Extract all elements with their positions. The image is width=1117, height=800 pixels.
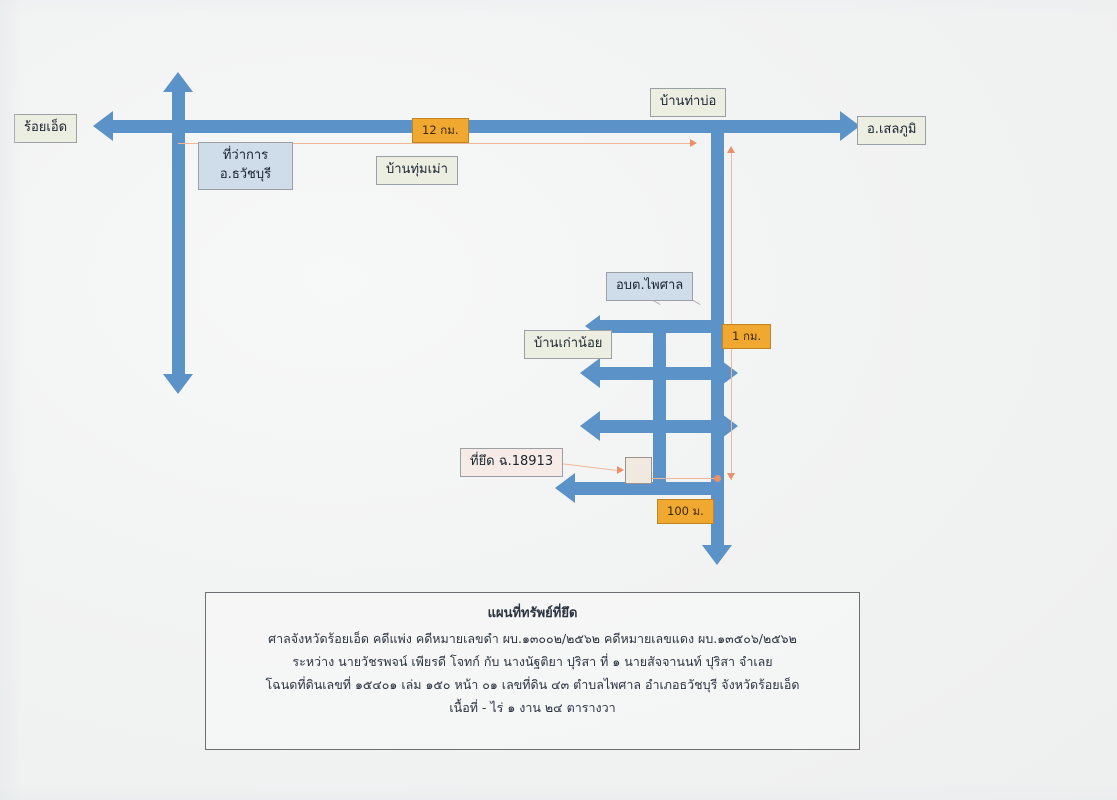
note-title: แผนที่ทรัพย์ที่ยึด (487, 606, 578, 621)
label-ban-thum-mae[interactable]: บ้านทุ่มเม่า (376, 156, 458, 185)
note-line-1: ศาลจังหวัดร้อยเอ็ด คดีแพ่ง คดีหมายเลขดำ … (268, 630, 797, 646)
note-line-3: โฉนดที่ดินเลขที่ ๑๕๔๐๑ เล่ม ๑๕๐ หน้า ๐๑ … (265, 676, 800, 692)
road-grid-rung-4-west-arrow (555, 473, 575, 503)
road-vertical-west-north-arrow (163, 72, 193, 92)
badge-distance-100m[interactable]: 100 ม. (657, 499, 714, 524)
leader-100m-horizontal (648, 478, 720, 480)
label-district-office[interactable]: ที่ว่าการ อ.ธวัชบุรี (198, 142, 293, 190)
label-district-office-line1: ที่ว่าการ (222, 148, 269, 163)
road-grid-vertical-inner (653, 320, 666, 488)
label-obt-phaisan-text: อบต.ไพศาล (616, 278, 684, 293)
road-vertical-west-south-arrow (163, 374, 193, 394)
badge-distance-12km[interactable]: 12 กม. (412, 118, 469, 143)
badge-distance-1km-text: 1 กม. (732, 329, 762, 343)
road-grid-rung-2-east-arrow (718, 358, 738, 388)
label-ban-thum-mae-text: บ้านทุ่มเม่า (386, 162, 448, 177)
road-grid-rung-3-east-arrow (718, 411, 738, 441)
note-line-2: ระหว่าง นายวัชรพจน์ เพียรดี โจทก์ กับ นา… (292, 653, 773, 669)
highway-east-arrow (840, 111, 860, 141)
road-grid-rung-2 (600, 367, 718, 380)
road-vertical-main-south-arrow (702, 545, 732, 565)
seized-parcel-square (625, 457, 652, 484)
road-grid-rung-4 (575, 482, 718, 495)
highway-main-horizontal (113, 120, 840, 133)
label-ban-tha-bo-text: บ้านท่าบ่อ (660, 94, 717, 109)
label-seized-parcel[interactable]: ที่ยึด ฉ.18913 (460, 448, 564, 477)
road-grid-rung-1 (600, 320, 718, 333)
leader-12km-arrow (690, 139, 697, 147)
label-ban-tha-bo[interactable]: บ้านท่าบ่อ (650, 88, 727, 117)
leader-1km-vertical (731, 150, 733, 480)
label-seized-parcel-text: ที่ยึด ฉ.18913 (470, 454, 554, 469)
leader-12km-horizontal (178, 143, 690, 145)
badge-distance-1km[interactable]: 1 กม. (722, 324, 772, 349)
leader-1km-up-arrow (727, 146, 735, 153)
leader-seized-to-parcel (559, 463, 620, 472)
leader-seized-to-parcel-arrow (617, 466, 624, 474)
label-roi-et-text: ร้อยเอ็ด (24, 120, 68, 135)
note-line-4: เนื้อที่ - ไร่ ๑ งาน ๒๔ ตารางวา (449, 700, 616, 716)
highway-west-arrow (93, 111, 113, 141)
road-vertical-west (172, 92, 185, 374)
road-grid-rung-2-west-arrow (580, 358, 600, 388)
road-grid-rung-3-west-arrow (580, 411, 600, 441)
label-district-office-line2: อ.ธวัชบุรี (219, 166, 272, 182)
label-selaphum-text: อ.เสลภูมิ (867, 122, 917, 137)
label-obt-phaisan[interactable]: อบต.ไพศาล (606, 272, 694, 301)
leader-1km-down-arrow (727, 473, 735, 480)
road-grid-rung-3 (600, 420, 718, 433)
badge-distance-12km-text: 12 กม. (422, 123, 459, 137)
label-selaphum[interactable]: อ.เสลภูมิ (857, 116, 927, 145)
label-ban-kao-noi[interactable]: บ้านเก่าน้อย (524, 330, 613, 359)
label-ban-kao-noi-text: บ้านเก่าน้อย (534, 336, 603, 351)
badge-distance-100m-text: 100 ม. (667, 504, 704, 518)
note-box: แผนที่ทรัพย์ที่ยึด ศาลจังหวัดร้อยเอ็ด คด… (205, 592, 860, 750)
leader-1km-endpoint-dot (714, 475, 721, 482)
label-roi-et[interactable]: ร้อยเอ็ด (14, 114, 78, 143)
